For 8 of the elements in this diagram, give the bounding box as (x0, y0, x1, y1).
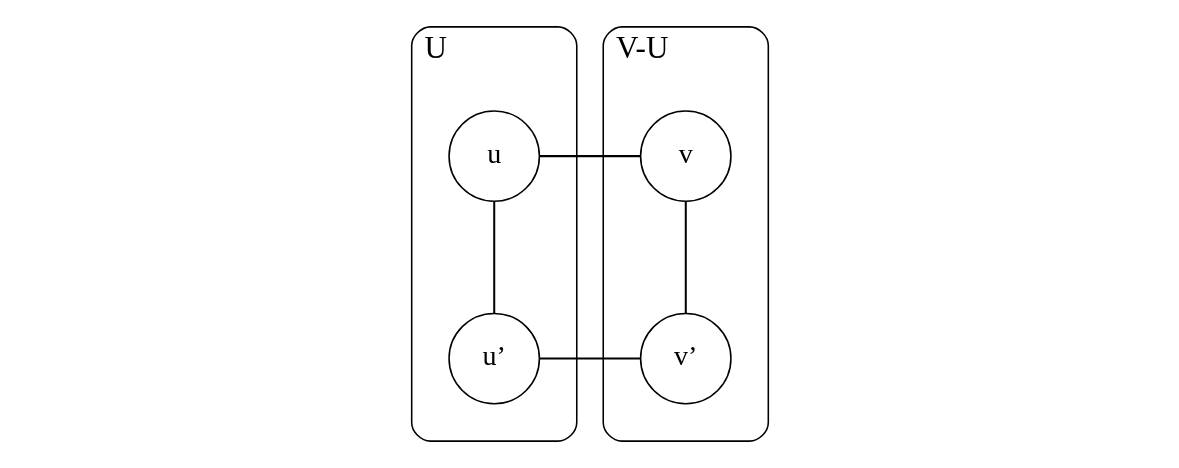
node-circle: u’ (447, 312, 540, 405)
node-circle: v’ (639, 312, 732, 405)
node-circle: v (639, 110, 732, 203)
connector (492, 201, 495, 314)
connector (684, 201, 687, 314)
connector (539, 357, 640, 360)
node-circle: u (447, 110, 540, 203)
connector (539, 155, 640, 158)
